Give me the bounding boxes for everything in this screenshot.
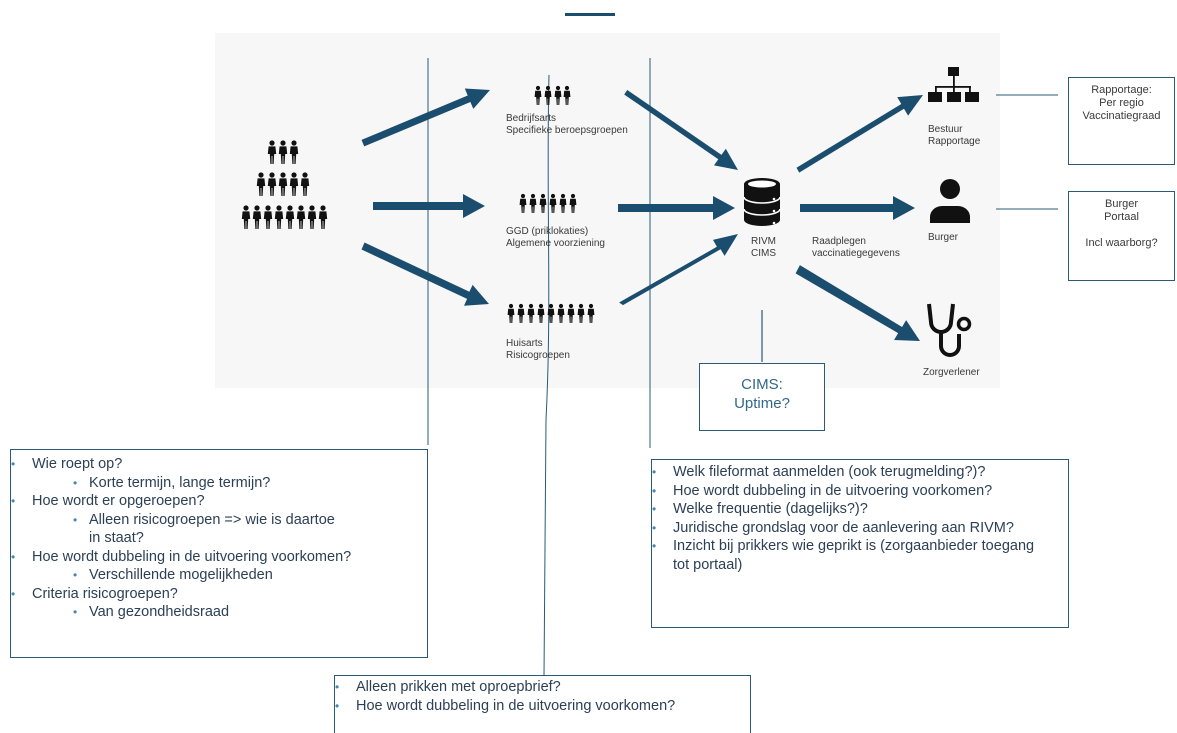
- rapportage-box: Rapportage: Per regio Vaccinatiegraad: [1068, 77, 1175, 165]
- arrow-ggd-to-rivm: [618, 196, 735, 220]
- note-subitem: Korte termijn, lange termijn?: [11, 474, 427, 493]
- burger-portaal-box: Burger Portaal Incl waarborg?: [1068, 191, 1175, 281]
- note-item: Wie roept op?: [11, 455, 427, 474]
- arrow-rivm-to-burger: [800, 196, 915, 220]
- arrow-population-to-ggd: [373, 194, 485, 218]
- org-chart-icon: [928, 67, 979, 102]
- people-group-icon: [507, 303, 595, 323]
- label-ggd: GGD (priklokaties)Algemene voorziening: [506, 226, 605, 249]
- arrow-huisarts-to-rivm: [619, 234, 738, 306]
- title-accent-bar: [565, 13, 615, 16]
- arrow-population-to-huisarts: [361, 242, 489, 306]
- note-item: Juridische grondslag voor de aanlevering…: [652, 519, 1043, 538]
- arrow-rivm-to-bestuur: [796, 95, 923, 173]
- arrow-rivm-to-zorgverlener: [795, 265, 920, 341]
- note-item: Hoe wordt dubbeling in de uitvoering voo…: [335, 697, 750, 716]
- people-group-icon: [534, 85, 571, 105]
- people-pyramid-icon: [241, 140, 328, 229]
- note-item: Inzicht bij prikkers wie geprikt is (zor…: [652, 537, 1043, 574]
- note-item: Welke frequentie (dagelijks?)?: [652, 500, 1068, 519]
- note-item: Welk fileformat aanmelden (ook terugmeld…: [652, 463, 1068, 482]
- note-subitem: Van gezondheidsraad: [11, 603, 427, 622]
- note-item: Hoe wordt dubbeling in de uitvoering voo…: [11, 548, 427, 567]
- note-item: Hoe wordt er opgeroepen?: [11, 492, 427, 511]
- note-item: Hoe wordt dubbeling in de uitvoering voo…: [652, 482, 1068, 501]
- cims-uptime-box: CIMS: Uptime?: [699, 363, 825, 431]
- note-item: Alleen prikken met oproepbrief?: [335, 678, 750, 697]
- note-subitem: Verschillende mogelijkheden: [11, 566, 427, 585]
- note-item: Criteria risicogroepen?: [11, 585, 427, 604]
- label-zorgverlener: Zorgverlener: [923, 367, 980, 378]
- person-icon: [930, 179, 970, 223]
- notes-right: Welk fileformat aanmelden (ook terugmeld…: [651, 459, 1069, 628]
- arrow-bedrijfsarts-to-rivm: [624, 90, 738, 170]
- divider-line-center: [543, 74, 550, 677]
- database-icon: [743, 178, 781, 226]
- stethoscope-icon: [927, 303, 972, 357]
- notes-bottom: Alleen prikken met oproepbrief? Hoe word…: [334, 675, 751, 733]
- arrow-population-to-bedrijfsarts: [361, 88, 490, 147]
- notes-left: Wie roept op? Korte termijn, lange termi…: [10, 449, 428, 658]
- label-burger: Burger: [928, 232, 959, 243]
- note-subitem: Alleen risicogroepen => wie is daartoe i…: [11, 511, 349, 548]
